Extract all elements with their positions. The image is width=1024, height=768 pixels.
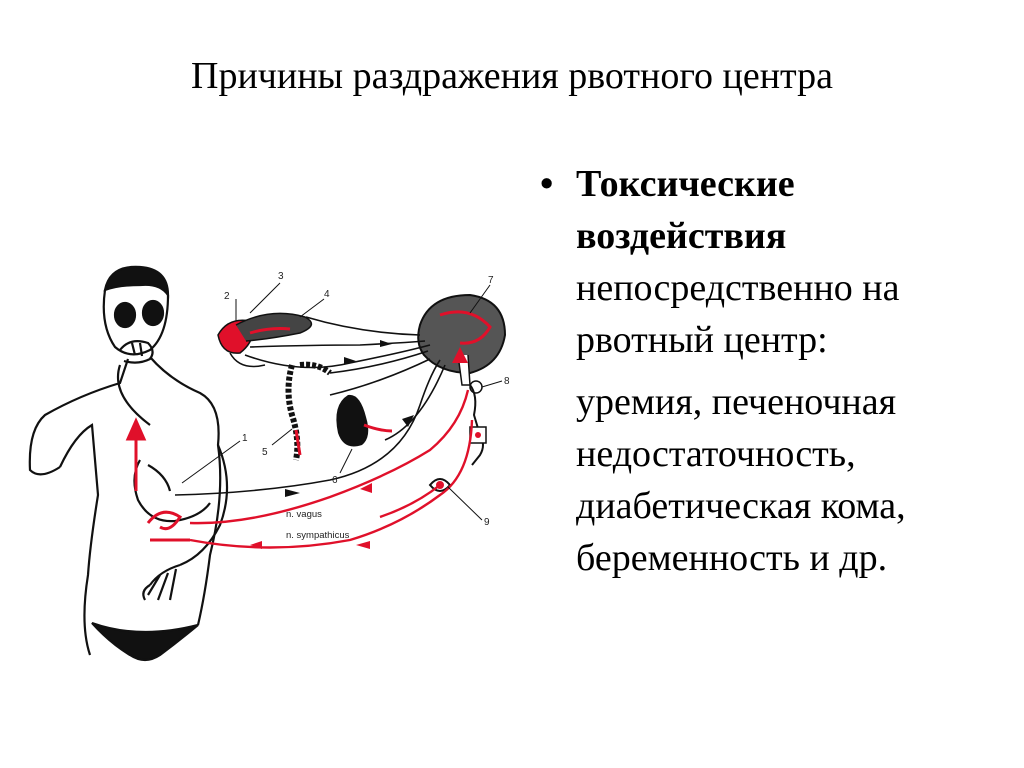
number-label-1: 1 xyxy=(242,433,248,444)
bullet-intro-line-1: непосредственно на xyxy=(576,267,900,309)
bullet-example-line-1: уремия, печеночная xyxy=(576,381,897,423)
number-label-9: 9 xyxy=(484,517,490,528)
torso-red-arrows xyxy=(125,417,190,542)
label-n-sympathicus: n. sympathicus xyxy=(286,530,350,541)
number-labels: 1 2 3 4 5 6 7 8 9 xyxy=(181,271,510,528)
number-label-6: 6 xyxy=(332,475,338,486)
efferent-red-nerves xyxy=(189,389,474,549)
vomiting-reflex-diagram: n. vagus n. sympathicus 1 2 3 4 5 6 7 8 … xyxy=(0,255,530,685)
bullet-dot: • xyxy=(540,163,554,205)
label-n-vagus: n. vagus xyxy=(286,509,322,520)
bullet-heading-text-1: Токсические xyxy=(576,163,795,205)
bullet-intro-line-2: рвотный центр: xyxy=(576,319,828,361)
afferent-nerves xyxy=(174,316,446,496)
afferent-arrowheads xyxy=(285,340,414,497)
human-figure xyxy=(28,265,229,662)
abdominal-organs xyxy=(217,312,393,461)
bullet-example-line-2: недостаточность, xyxy=(576,433,856,475)
bullet-heading-line-2: воздействия xyxy=(576,215,787,257)
brain-vomiting-center xyxy=(417,293,507,466)
bullet-example-line-4: беременность и др. xyxy=(576,537,888,579)
efferent-arrowheads xyxy=(250,483,372,549)
number-label-4: 4 xyxy=(324,289,330,300)
number-label-2: 2 xyxy=(224,291,230,302)
bullet-example-line-3: диабетическая кома, xyxy=(576,485,906,527)
number-label-5: 5 xyxy=(262,447,268,458)
diagram-svg: n. vagus n. sympathicus 1 2 3 4 5 6 7 8 … xyxy=(28,265,510,662)
bullet-heading-line-1: • Токсические xyxy=(540,158,1010,210)
number-label-8: 8 xyxy=(504,376,510,387)
number-label-3: 3 xyxy=(278,271,284,282)
bullet-text-block: • Токсические воздействия непосредственн… xyxy=(540,158,1010,584)
number-label-7: 7 xyxy=(488,275,494,286)
slide-title: Причины раздражения рвотного центра xyxy=(191,55,833,97)
